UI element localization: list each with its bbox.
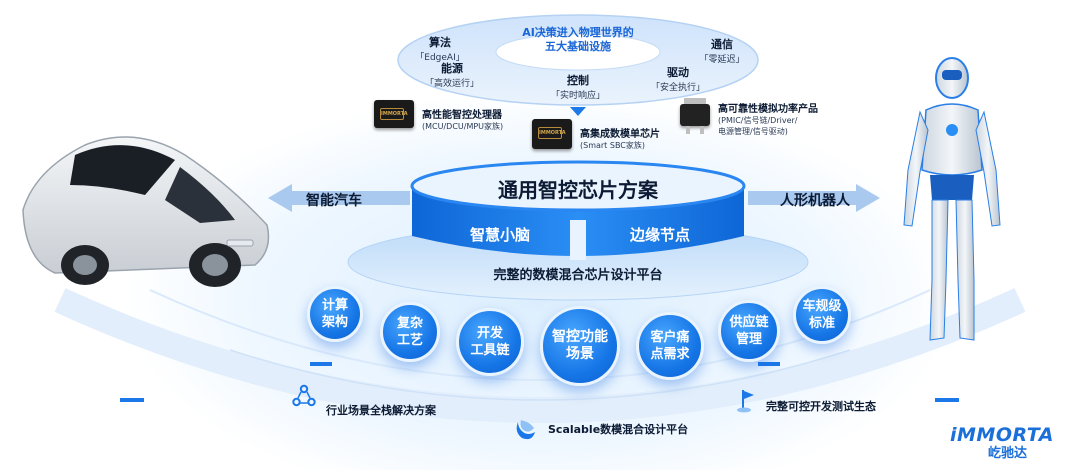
- brand-logo: iMMORTA 屹驰达: [950, 424, 1060, 461]
- top-title-line1: AI决策进入物理世界的: [522, 26, 634, 39]
- scalable-platform-icon: [516, 420, 535, 440]
- top-item-sub: 「安全执行」: [650, 83, 705, 93]
- bottom-right-label: 完整可控开发测试生态: [766, 400, 876, 413]
- top-item-algorithm: 算法 「EdgeAI」: [408, 34, 472, 63]
- left-arrow-label: 智能汽车: [306, 193, 362, 209]
- top-ring-center: [495, 33, 661, 71]
- inner-arc: [229, 349, 851, 401]
- product-sub: (MCU/DCU/MPU家族): [422, 122, 504, 131]
- arc-tick: [758, 362, 780, 366]
- circle-customer-pain-points: 客户痛 点需求: [636, 312, 704, 380]
- car-image: [22, 136, 270, 287]
- top-item-sub: 「实时响应」: [550, 91, 605, 101]
- robot-image: [903, 57, 1001, 341]
- circle-automotive-standard: 车规级 标准: [793, 286, 851, 344]
- product-sub-2: 电源管理/信号驱动): [718, 127, 788, 136]
- top-item-title: 算法: [429, 36, 451, 49]
- bottom-middle-label: Scalable数模混合设计平台: [548, 423, 689, 436]
- top-item-title: 驱动: [667, 66, 689, 79]
- product-sub: (Smart SBC家族): [580, 141, 645, 150]
- brand-cn: 屹驰达: [988, 446, 1028, 461]
- circle-dev-toolchain: 开发 工具链: [456, 308, 524, 376]
- top-title-line2: 五大基础设施: [545, 40, 611, 53]
- cylinder-split: [570, 220, 586, 260]
- top-item-title: 通信: [711, 38, 733, 51]
- center-left-tab: 智慧小脑: [469, 226, 530, 244]
- top-item-sub: 「高效运行」: [424, 79, 479, 89]
- flag-icon: [737, 390, 754, 413]
- platform-label: 完整的数模混合芯片设计平台: [493, 268, 663, 283]
- product-processor: 高性能智控处理器 (MCU/DCU/MPU家族): [422, 106, 503, 132]
- circle-supply-chain: 供应链 管理: [718, 300, 780, 362]
- product-title: 高性能智控处理器: [422, 110, 502, 121]
- top-item-sub: 「零延迟」: [699, 55, 745, 65]
- down-triangle: [570, 107, 586, 116]
- arc-tick: [310, 362, 332, 366]
- right-arrow-label: 人形机器人: [780, 193, 850, 209]
- product-title: 高可靠性模拟功率产品: [718, 104, 818, 115]
- arc-tick: [935, 398, 959, 402]
- product-power: 高可靠性模拟功率产品 (PMIC/信号链/Driver/ 电源管理/信号驱动): [718, 100, 818, 137]
- bottom-left-label: 行业场景全栈解决方案: [326, 404, 436, 417]
- product-title: 高集成数模单芯片: [580, 129, 660, 140]
- outer-arc: [54, 288, 1026, 423]
- arc-tick: [120, 398, 144, 402]
- top-item-drive: 驱动 「安全执行」: [646, 64, 710, 93]
- top-title: AI决策进入物理世界的 五大基础设施: [496, 26, 660, 54]
- product-sbc: 高集成数模单芯片 (Smart SBC家族): [580, 125, 660, 151]
- top-item-communication: 通信 「零延迟」: [690, 36, 754, 65]
- processor-chip-icon: IMMORTA: [374, 100, 414, 128]
- circle-compute-architecture: 计算 架构: [307, 286, 363, 342]
- circle-smart-control-scenarios: 智控功能 场景: [540, 306, 620, 386]
- power-chip-icon: [680, 98, 710, 134]
- cylinder-top: [410, 160, 746, 212]
- top-item-control: 控制 「实时响应」: [546, 72, 610, 101]
- circle-complex-process: 复杂 工艺: [380, 302, 440, 362]
- top-item-title: 控制: [567, 74, 589, 87]
- top-item-sub: 「EdgeAI」: [415, 53, 465, 63]
- share-nodes-icon: [292, 384, 316, 407]
- top-item-title: 能源: [441, 62, 463, 75]
- center-right-tab: 边缘节点: [629, 226, 690, 244]
- product-sub: (PMIC/信号链/Driver/: [718, 116, 798, 125]
- right-arrow-shape: [748, 184, 880, 212]
- center-title: 通用智控芯片方案: [498, 178, 658, 202]
- sbc-chip-icon: IMMORTA: [532, 119, 572, 149]
- left-arrow-shape: [268, 184, 410, 212]
- brand-name: iMMORTA: [950, 424, 1054, 446]
- top-item-energy: 能源 「高效运行」: [420, 60, 484, 89]
